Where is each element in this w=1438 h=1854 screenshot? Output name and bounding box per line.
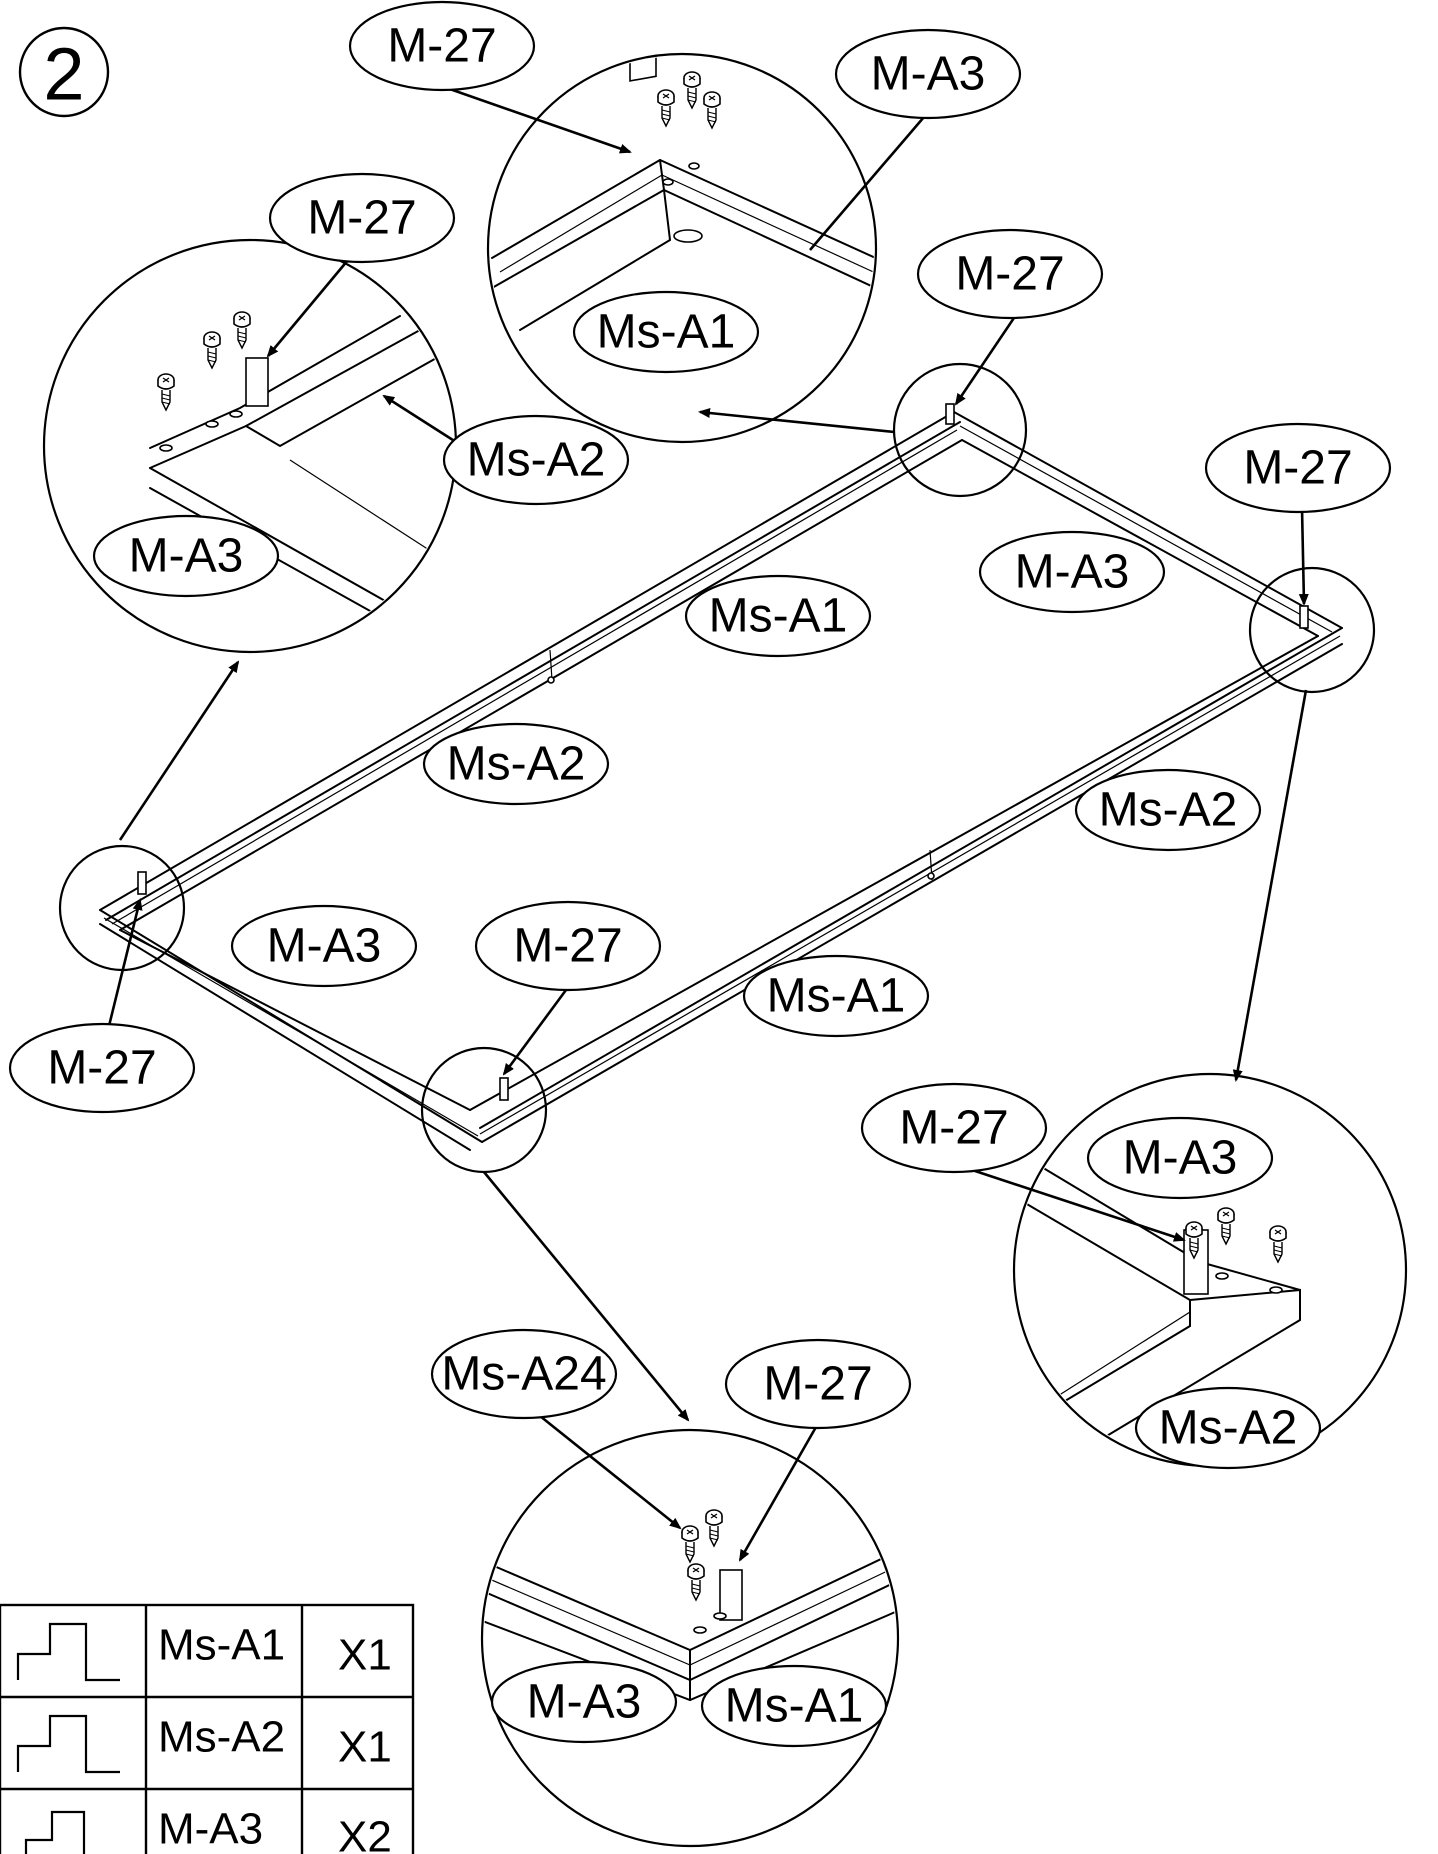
parts-row: M-A3 X2	[24, 1805, 392, 1854]
svg-text:M-27: M-27	[899, 1102, 1008, 1155]
svg-text:M-A3: M-A3	[1123, 1132, 1238, 1185]
corner-ring-bottom	[420, 1046, 548, 1174]
label-m27-frame-right: M-27	[1204, 422, 1392, 514]
label-ma3-right-detail: M-A3	[1086, 1116, 1274, 1200]
label-ma3-left-detail: M-A3	[92, 514, 280, 598]
part-qty: X2	[338, 1813, 392, 1854]
svg-text:Ms-A1: Ms-A1	[725, 1680, 864, 1733]
label-msa1-top-detail: Ms-A1	[572, 290, 760, 374]
label-msa2-left-detail: Ms-A2	[442, 414, 630, 506]
label-ma3-top-detail: M-A3	[834, 28, 1022, 120]
label-m27-frame-left: M-27	[8, 1022, 196, 1114]
part-qty: X1	[338, 1723, 392, 1772]
label-msa2-frame-upper: Ms-A2	[422, 722, 610, 806]
detail-bottom	[480, 1428, 900, 1848]
svg-text:Ms-A2: Ms-A2	[467, 434, 606, 487]
svg-text:M-A3: M-A3	[267, 920, 382, 973]
parts-row: Ms-A2 X1	[16, 1713, 392, 1774]
svg-text:M-A3: M-A3	[129, 530, 244, 583]
svg-text:M-27: M-27	[307, 192, 416, 245]
corner-ring-top	[892, 362, 1028, 498]
svg-text:Ms-A1: Ms-A1	[767, 970, 906, 1023]
svg-text:Ms-A2: Ms-A2	[447, 738, 586, 791]
label-msa1-bottom-detail: Ms-A1	[700, 1664, 888, 1748]
profile-rail-icon	[16, 1622, 120, 1682]
svg-text:Ms-A1: Ms-A1	[709, 590, 848, 643]
label-msa1-frame-lower: Ms-A1	[742, 954, 930, 1038]
svg-text:Ms-A2: Ms-A2	[1099, 784, 1238, 837]
svg-text:Ms-A1: Ms-A1	[597, 306, 736, 359]
svg-text:M-27: M-27	[513, 920, 622, 973]
label-ma3-frame-left: M-A3	[230, 904, 418, 988]
label-m27-frame-bottom: M-27	[474, 900, 662, 992]
parts-table: Ms-A1 X1 Ms-A2 X1 M-A3 X2	[0, 1603, 415, 1854]
label-msa2-frame-lower: Ms-A2	[1074, 768, 1262, 852]
corner-ring-left	[58, 844, 186, 972]
svg-text:M-27: M-27	[47, 1042, 156, 1095]
leaders	[106, 78, 1309, 1562]
profile-rail-icon	[24, 1810, 86, 1854]
part-qty: X1	[338, 1631, 392, 1680]
corner-ring-right	[1248, 566, 1376, 694]
label-ma3-frame-right: M-A3	[978, 530, 1166, 614]
profile-rail-icon	[16, 1714, 120, 1774]
svg-text:M-27: M-27	[1243, 442, 1352, 495]
svg-text:M-27: M-27	[387, 20, 496, 73]
main-frame	[99, 403, 1343, 1151]
label-ma3-bottom-detail: M-A3	[490, 1660, 678, 1744]
svg-text:M-A3: M-A3	[871, 48, 986, 101]
svg-text:M-27: M-27	[763, 1358, 872, 1411]
label-m27-bottom-detail: M-27	[724, 1338, 912, 1430]
label-balloons: M-27 M-A3 Ms-A1 M-27 Ms-A2 M-A3 M-27 M-2…	[8, 0, 1392, 1748]
part-name: Ms-A1	[158, 1621, 285, 1670]
label-m27-frame-top: M-27	[916, 228, 1104, 320]
part-name: Ms-A2	[158, 1713, 285, 1762]
svg-text:M-A3: M-A3	[1015, 546, 1130, 599]
detail-left	[42, 238, 458, 654]
label-msa2-right-detail: Ms-A2	[1134, 1386, 1322, 1470]
svg-text:Ms-A2: Ms-A2	[1159, 1402, 1298, 1455]
parts-row: Ms-A1 X1	[16, 1621, 392, 1682]
label-msa1-frame-upper: Ms-A1	[684, 574, 872, 658]
step-number: 2	[43, 33, 84, 116]
svg-text:M-A3: M-A3	[527, 1676, 642, 1729]
label-m27-right-detail: M-27	[860, 1082, 1048, 1174]
svg-text:M-27: M-27	[955, 248, 1064, 301]
label-msa24-bottom-detail: Ms-A24	[430, 1328, 618, 1420]
step-badge: 2	[18, 26, 110, 118]
label-m27-left-detail: M-27	[268, 172, 456, 264]
label-m27-top-detail: M-27	[348, 0, 536, 92]
svg-text:Ms-A24: Ms-A24	[441, 1348, 606, 1401]
part-name: M-A3	[158, 1805, 263, 1854]
detail-top	[486, 52, 878, 444]
